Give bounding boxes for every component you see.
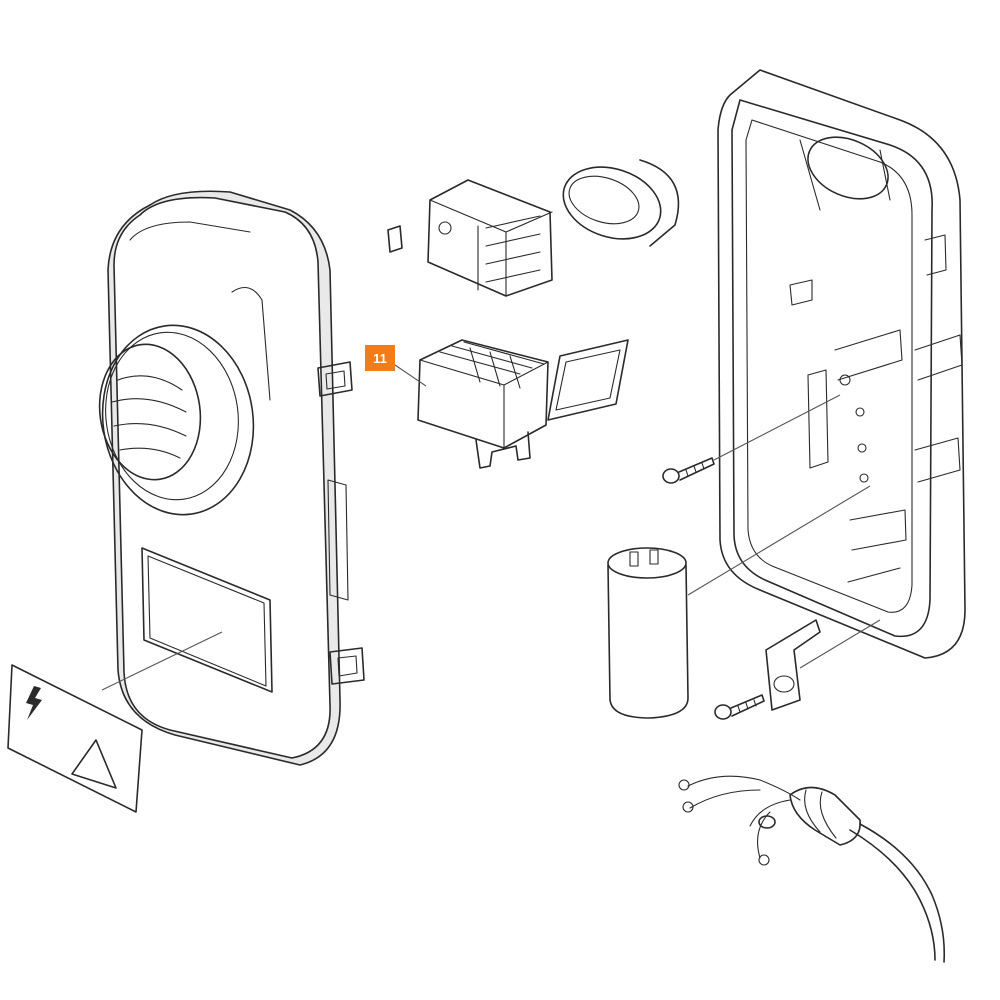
leader-line-part-11 bbox=[394, 364, 427, 387]
capacitor-bracket bbox=[765, 619, 821, 711]
cover-clip-upper bbox=[317, 361, 353, 397]
oval-grommet bbox=[562, 159, 680, 247]
leader-line-bracket bbox=[799, 619, 881, 669]
screw-upper bbox=[662, 457, 715, 484]
front-cover[interactable] bbox=[107, 190, 349, 766]
leader-line-capacitor bbox=[687, 485, 871, 596]
electronic-module-part-11[interactable] bbox=[417, 339, 549, 469]
leader-line-screw-upper bbox=[713, 394, 841, 461]
warning-label bbox=[7, 664, 143, 813]
rotary-knob[interactable] bbox=[91, 315, 266, 524]
part-number-callout[interactable]: 11 bbox=[365, 345, 395, 371]
relay-part[interactable] bbox=[427, 179, 553, 297]
capacitor[interactable] bbox=[607, 547, 689, 719]
lightning-bolt-icon bbox=[26, 686, 42, 720]
leader-line-label bbox=[101, 631, 223, 691]
power-cable[interactable] bbox=[678, 775, 946, 963]
screw-lower bbox=[714, 694, 765, 720]
rear-housing[interactable] bbox=[717, 69, 966, 659]
relay-pin bbox=[387, 225, 403, 253]
warning-triangle-icon bbox=[71, 739, 117, 789]
insulation-sheet bbox=[547, 339, 629, 421]
cover-clip-lower bbox=[329, 647, 365, 685]
